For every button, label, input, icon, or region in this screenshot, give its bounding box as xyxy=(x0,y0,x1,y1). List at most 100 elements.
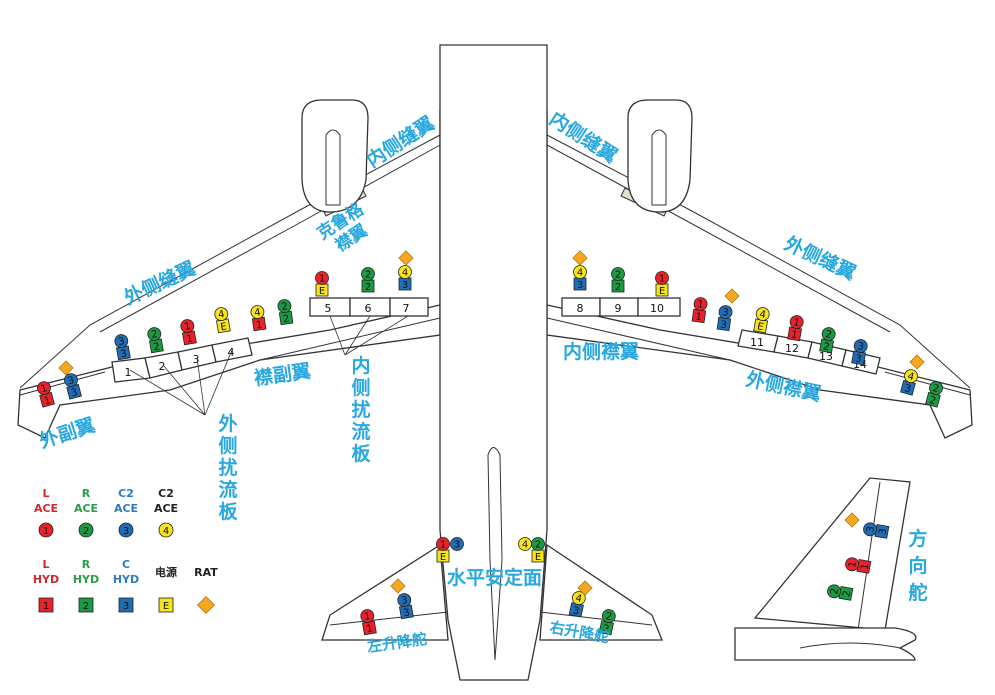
act-left-elevator-2-ace-text: 3 xyxy=(400,595,408,607)
act-spoiler-5-hyd-text: E xyxy=(319,286,325,297)
act-stabilizer-right-ace4-text: 4 xyxy=(522,540,528,551)
act-left-aileron-1-ace-text: 1 xyxy=(40,383,49,395)
right-elevator-line xyxy=(539,611,653,626)
act-spoiler-4-hyd-text: E xyxy=(220,321,228,333)
act-left-elevator-1-ace-text: 1 xyxy=(363,611,371,623)
act-spoiler-2: 22 xyxy=(147,327,164,353)
spoiler-panel-7 xyxy=(389,297,429,317)
act-right-elevator-1-ace-text: 4 xyxy=(574,593,583,605)
vert-rudder-char-1: 向 xyxy=(908,554,927,577)
rat-rudder xyxy=(844,512,860,528)
right-engine xyxy=(627,99,693,213)
act-spoiler-3: 11 xyxy=(180,319,197,345)
act-right-elevator-1: 34 xyxy=(568,591,586,618)
act-stabilizer-left-ace-circle xyxy=(436,537,450,551)
legend-ace-symbol-2 xyxy=(118,522,134,538)
act-left-elevator-2-hyd-text: 3 xyxy=(403,607,411,619)
act-spoiler-4-ace-text: 4 xyxy=(217,309,225,321)
act-spoiler-10-ace-text: 1 xyxy=(659,274,665,285)
act-spoiler-5-ace-text: 1 xyxy=(319,274,325,285)
act-spoiler-12-ace-text: 1 xyxy=(792,317,800,329)
vert-outboard-char-4: 板 xyxy=(218,500,238,523)
left-engine-pylon xyxy=(325,129,341,206)
legend-hyd-sublabel-2: HYD xyxy=(113,573,139,586)
act-stabilizer-left-ace-text: 1 xyxy=(440,540,446,551)
rat-spoiler-7 xyxy=(398,250,414,266)
act-right-aileron-1-hyd-text: 3 xyxy=(903,383,912,395)
act-spoiler-14-ace-circle xyxy=(853,339,868,353)
rat-left-elevator xyxy=(390,578,406,594)
act-rudder-1-ace-circle xyxy=(863,522,877,537)
act-spoiler-9-ace-text: 2 xyxy=(615,270,621,281)
legend-hyd-symbol-text-0: 1 xyxy=(43,601,49,612)
act-spoiler-5-ace-circle xyxy=(315,271,329,285)
legend-ace-symbol-text-2: 3 xyxy=(123,526,129,537)
act-left-flaperon-1-hyd-text: 1 xyxy=(255,320,263,332)
legend-ace-symbol-0 xyxy=(38,522,54,538)
legend-hyd-symbol-0 xyxy=(38,597,54,613)
act-left-flaperon-1-ace-circle xyxy=(250,305,265,319)
act-left-aileron-1-hyd-text: 1 xyxy=(43,395,52,407)
act-right-aileron-2-ace-circle xyxy=(929,381,943,396)
act-left-flaperon-2-hyd-text: 2 xyxy=(282,314,290,326)
legend-hyd-symbol-2 xyxy=(118,597,134,613)
right-stabilizer xyxy=(539,543,663,641)
act-spoiler-8: 34 xyxy=(573,265,587,291)
legend-hyd-label-0: L xyxy=(42,558,49,571)
act-rudder-2-hyd-text: 1 xyxy=(859,563,871,571)
label-flaperon: 襟副翼 xyxy=(252,359,312,390)
legend-hyd-symbol-text-2: 3 xyxy=(123,601,129,612)
legend-ace-sublabel-0: ACE xyxy=(34,502,58,515)
act-spoiler-9: 22 xyxy=(611,267,625,293)
act-right-elevator-2-ace-text: 2 xyxy=(604,611,613,623)
right-engine-pylon xyxy=(651,129,667,206)
act-spoiler-11: E4 xyxy=(753,307,770,333)
label-outboard-slat-right: 外侧缝翼 xyxy=(781,232,860,285)
legend-hyd-sublabel-1: HYD xyxy=(73,573,99,586)
act-spoiler-12-ace-circle xyxy=(789,315,804,329)
act-rudder-3-hyd-text: 2 xyxy=(841,590,853,598)
act-right-flaperon-2: 33 xyxy=(716,305,733,332)
rat-right-aileron xyxy=(909,354,925,370)
legend-ace-symbol-text-1: 2 xyxy=(83,526,89,537)
act-right-flaperon-2-hyd-text: 3 xyxy=(720,320,728,332)
act-right-flaperon-1: 11 xyxy=(691,297,708,324)
act-spoiler-13-ace-text: 2 xyxy=(824,329,832,341)
legend-hyd-label-4: RAT xyxy=(194,566,218,579)
act-right-elevator-1-hyd-text: 3 xyxy=(572,605,581,617)
vert-inboard-char-2: 扰 xyxy=(351,398,370,421)
act-spoiler-12: 11 xyxy=(787,315,804,341)
act-rudder-1-ace-text: 3 xyxy=(865,525,877,533)
act-spoiler-3-hyd-text: 1 xyxy=(186,333,194,345)
act-right-flaperon-1-hyd-text: 1 xyxy=(695,312,703,324)
act-spoiler-6: 22 xyxy=(361,267,375,293)
act-spoiler-4-ace-circle xyxy=(214,307,229,321)
legend-ace-label-3: C2 xyxy=(158,487,174,500)
act-spoiler-1-hyd-text: 3 xyxy=(120,348,128,360)
act-spoiler-9-ace-circle xyxy=(611,267,625,281)
spoiler-number-3: 3 xyxy=(193,353,200,366)
legend-hyd-label-3: 电源 xyxy=(155,565,177,579)
vert-outboard-char-1: 侧 xyxy=(218,435,237,457)
fuselage-fin-outline xyxy=(487,447,503,661)
spoiler-panels xyxy=(19,297,971,396)
spoiler-number-8: 8 xyxy=(577,302,584,315)
act-left-elevator-2: 33 xyxy=(397,593,414,619)
legend-ace-symbol-text-3: 4 xyxy=(163,526,169,537)
act-right-elevator-2: 22 xyxy=(598,609,616,636)
act-stabilizer-right-hyd-text: E xyxy=(535,552,541,563)
label-rudder: 方向舵 xyxy=(908,527,927,604)
act-left-elevator-1-hyd-text: 1 xyxy=(366,623,374,635)
legend-ace-label-0: L xyxy=(42,487,49,500)
act-spoiler-3-ace-text: 1 xyxy=(183,321,191,333)
act-spoiler-10-ace-circle xyxy=(655,271,669,285)
left-slat-outline xyxy=(19,134,441,389)
act-left-aileron-2-hyd-text: 3 xyxy=(70,387,79,399)
spoiler-number-9: 9 xyxy=(615,302,622,315)
left-elevator-line xyxy=(329,611,449,626)
act-left-elevator-1-ace-circle xyxy=(360,609,375,623)
act-stabilizer-right: E2 xyxy=(531,537,545,563)
act-spoiler-7-ace-circle xyxy=(398,265,412,279)
